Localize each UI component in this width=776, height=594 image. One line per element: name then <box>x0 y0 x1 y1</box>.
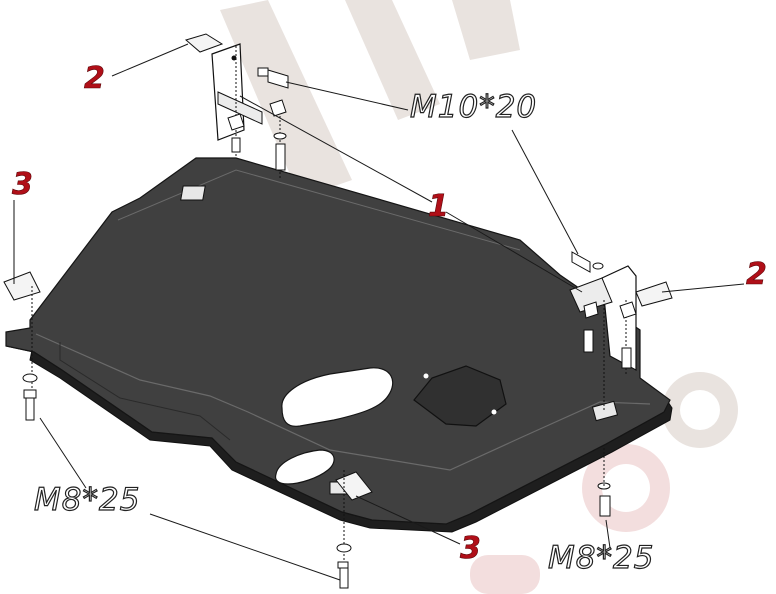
watermark <box>220 0 738 594</box>
mount-plate-left <box>3 200 41 400</box>
label-plate-left: 3 <box>12 167 33 202</box>
service-hatch <box>413 365 507 427</box>
label-bolt-right: M8*25 <box>548 540 654 576</box>
plate-body <box>5 157 671 525</box>
cutout-large <box>281 367 394 427</box>
fasteners <box>22 67 637 589</box>
label-mount-center: 1 <box>428 189 449 224</box>
label-bolt-left: M8*25 <box>34 482 140 518</box>
skid-plate <box>5 157 673 533</box>
cutout-small <box>274 449 335 485</box>
label-bracket-left: 2 <box>84 61 105 96</box>
label-bracket-right: 2 <box>746 257 767 292</box>
mount-plate-bottom <box>335 470 373 570</box>
label-plate-bottom: 3 <box>460 531 481 566</box>
leader-lines <box>39 43 745 581</box>
label-bolt-top: M10*20 <box>410 89 537 125</box>
